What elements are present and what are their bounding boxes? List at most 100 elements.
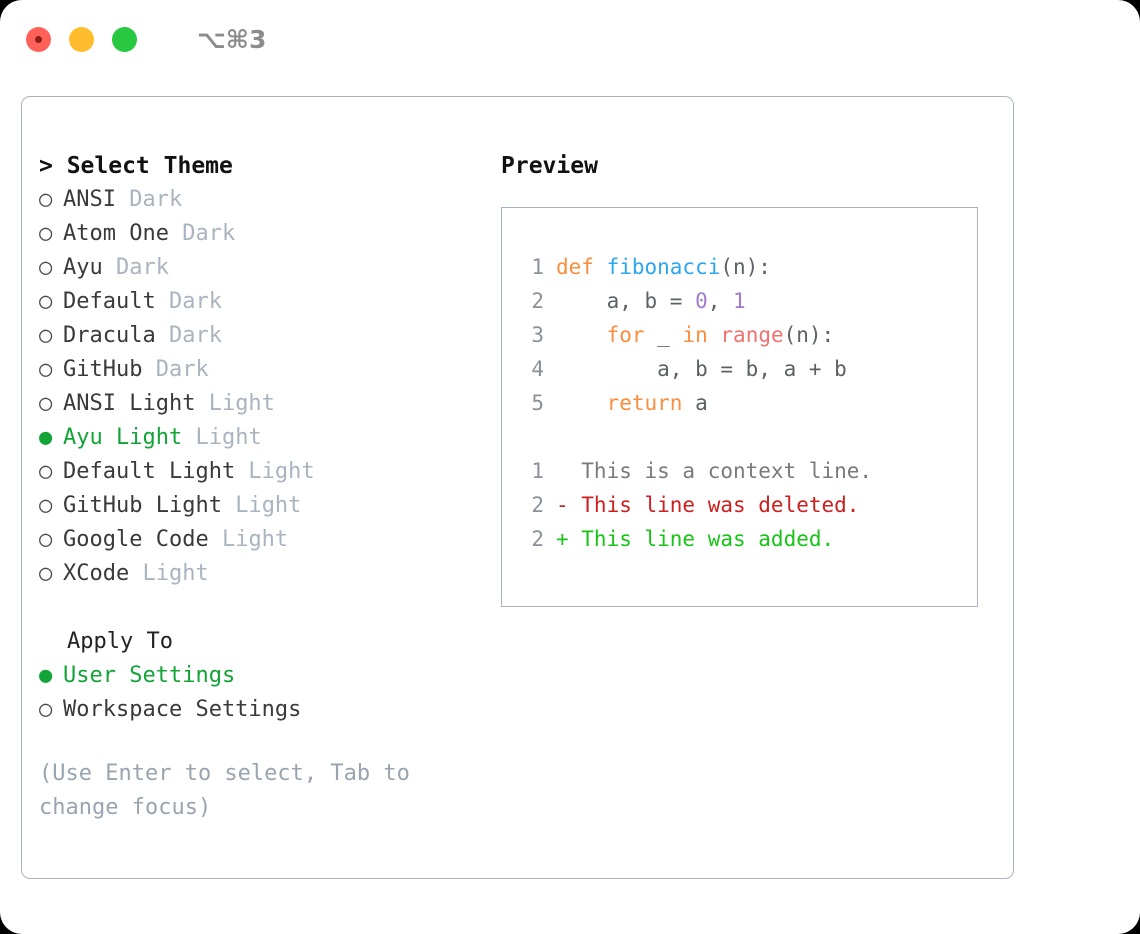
theme-option[interactable]: ○GitHub Light Light xyxy=(39,489,479,523)
option-label: Google Code xyxy=(63,527,209,552)
theme-option[interactable]: ○ Google Code Light xyxy=(39,523,479,557)
diff-text: This is a context line. xyxy=(556,459,873,483)
zoom-button[interactable] xyxy=(112,26,137,52)
code-token: for xyxy=(606,323,645,347)
radio-unselected-icon: ○ xyxy=(39,493,53,518)
theme-option[interactable]: ○Default Light Light xyxy=(39,455,479,489)
radio-unselected-icon: ○ xyxy=(39,323,53,348)
code-token: in xyxy=(682,323,708,347)
content-panel: > Select Theme ○ANSI Dark○Atom One Dark○… xyxy=(21,96,1014,879)
option-label: Ayu xyxy=(63,255,103,280)
option-variant: Light xyxy=(195,391,275,416)
option-label: User Settings xyxy=(63,663,236,688)
code-token xyxy=(556,391,607,415)
code-token: fibonacci xyxy=(606,255,721,279)
line-number: 1 xyxy=(531,255,544,279)
diff-line: 2+ This line was added. xyxy=(502,522,977,556)
line-number: 5 xyxy=(531,391,544,415)
line-number: 4 xyxy=(531,357,544,381)
code-token: (n): xyxy=(720,255,771,279)
option-label: XCode xyxy=(63,561,130,586)
window-controls xyxy=(26,26,137,52)
theme-selector-column: > Select Theme ○ANSI Dark○Atom One Dark○… xyxy=(39,149,479,825)
diff-line: 1 This is a context line. xyxy=(502,454,977,488)
option-label: Default xyxy=(63,289,156,314)
theme-option[interactable]: ○ Dracula Dark xyxy=(39,319,479,353)
option-variant: Dark xyxy=(155,289,222,314)
theme-option[interactable]: ○XCode Light xyxy=(39,557,479,591)
apply-to-list[interactable]: ● User Settings ○ Workspace Settings xyxy=(39,659,479,727)
theme-option[interactable]: ○ Default Dark xyxy=(39,285,479,319)
code-line: 3 for _ in range(n): xyxy=(502,318,977,352)
window-title: ⌥⌘3 xyxy=(197,24,267,54)
code-line: 1 def fibonacci(n): xyxy=(502,250,977,284)
radio-selected-icon: ● xyxy=(39,663,53,688)
radio-unselected-icon: ○ xyxy=(39,459,53,484)
code-diff-gap xyxy=(502,420,977,454)
code-token: return xyxy=(606,391,683,415)
code-token: def xyxy=(556,255,607,279)
code-token: a xyxy=(682,391,708,415)
option-label: Ayu Light xyxy=(63,425,183,450)
code-token: (n): xyxy=(783,323,835,347)
option-label: ANSI Light xyxy=(63,391,196,416)
code-token: a, b = xyxy=(556,289,696,313)
radio-unselected-icon: ○ xyxy=(39,391,53,416)
radio-unselected-icon: ○ xyxy=(39,187,53,212)
code-line: 5 return a xyxy=(502,386,977,420)
option-variant: Light xyxy=(221,493,302,518)
radio-unselected-icon: ○ xyxy=(39,289,53,314)
option-variant: Light xyxy=(208,527,289,552)
code-token: 0 xyxy=(695,289,708,313)
option-variant: Light xyxy=(235,459,315,484)
preview-title: Preview xyxy=(501,153,598,179)
code-token: 1 xyxy=(733,289,746,313)
radio-unselected-icon: ○ xyxy=(39,697,53,722)
option-variant: Dark xyxy=(142,357,209,382)
close-button[interactable] xyxy=(26,26,51,52)
code-token: range xyxy=(720,323,784,347)
title-bar: ⌥⌘3 xyxy=(0,0,1140,78)
option-variant: Dark xyxy=(155,323,222,348)
diff-text: + This line was added. xyxy=(556,527,835,551)
apply-to-option[interactable]: ● User Settings xyxy=(39,659,479,693)
code-token: a, b = b, a + b xyxy=(556,357,847,381)
theme-list[interactable]: ○ANSI Dark○Atom One Dark○Ayu Dark○Defaul… xyxy=(39,183,479,591)
line-number: 3 xyxy=(531,323,544,347)
option-variant: Dark xyxy=(102,255,169,280)
theme-option[interactable]: ○Ayu Dark xyxy=(39,251,479,285)
keyboard-hint: (Use Enter to select, Tab to change focu… xyxy=(39,761,424,820)
option-variant: Dark xyxy=(168,221,236,246)
select-theme-header: > Select Theme xyxy=(39,153,233,179)
line-number: 1 xyxy=(531,459,544,483)
code-line: 2 a, b = 0, 1 xyxy=(502,284,977,318)
theme-option[interactable]: ○GitHub Dark xyxy=(39,353,479,387)
option-label: GitHub xyxy=(63,357,143,382)
option-variant: Dark xyxy=(115,187,183,212)
option-label: ANSI xyxy=(63,187,116,212)
option-label: Workspace Settings xyxy=(63,697,302,722)
radio-selected-icon: ● xyxy=(39,425,53,450)
option-label: Dracula xyxy=(63,323,156,348)
diff-line: 2- This line was deleted. xyxy=(502,488,977,522)
theme-option[interactable]: ●Ayu Light Light xyxy=(39,421,479,455)
apply-to-header: Apply To xyxy=(67,629,173,654)
code-line: 4 a, b = b, a + b xyxy=(502,352,977,386)
apply-to-option[interactable]: ○ Workspace Settings xyxy=(39,693,479,727)
line-number: 2 xyxy=(531,289,544,313)
theme-option[interactable]: ○ ANSI Dark xyxy=(39,183,479,217)
code-token xyxy=(708,323,721,347)
option-variant: Light xyxy=(129,561,209,586)
radio-unselected-icon: ○ xyxy=(39,527,53,552)
diff-sample: 1 This is a context line.2- This line wa… xyxy=(502,454,977,556)
radio-unselected-icon: ○ xyxy=(39,221,53,246)
theme-option[interactable]: ○ ANSI Light Light xyxy=(39,387,479,421)
minimize-button[interactable] xyxy=(69,26,94,52)
option-label: Atom One xyxy=(63,221,169,246)
theme-option[interactable]: ○ Atom One Dark xyxy=(39,217,479,251)
code-token: _ xyxy=(644,323,683,347)
